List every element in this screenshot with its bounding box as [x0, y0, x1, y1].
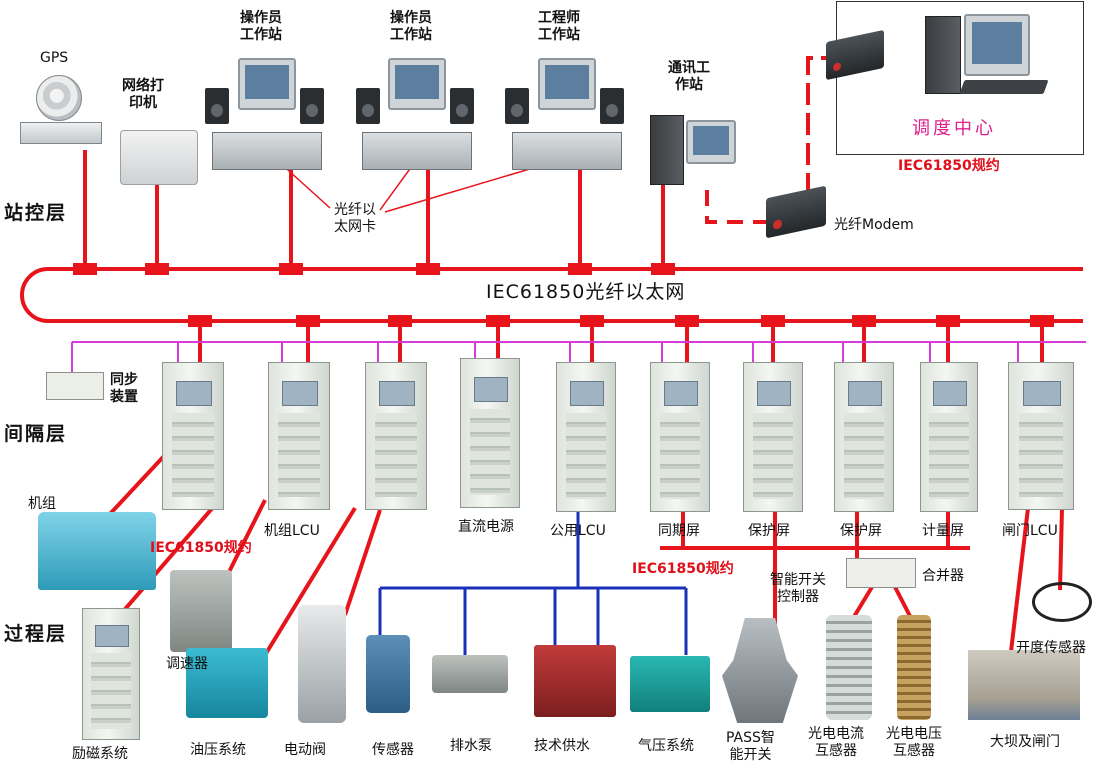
cabinet-dc-power	[460, 358, 520, 508]
sync-device-icon	[46, 372, 104, 400]
operator-1-monitor-icon	[238, 58, 296, 110]
ethernet-ring	[20, 267, 1083, 323]
layer-label-bay: 间隔层	[4, 423, 68, 445]
label-governor: 调速器	[166, 656, 208, 672]
label-merging-unit: 合并器	[922, 568, 964, 584]
governor-icon	[170, 570, 232, 652]
oil-system-icon	[186, 648, 268, 718]
label-operator-2: 操作员 工作站	[390, 10, 432, 43]
dispatch-monitor-icon	[964, 14, 1030, 76]
dispatch-keyboard-icon	[959, 80, 1049, 94]
label-metering: 计量屏	[922, 523, 964, 539]
cabinet-unit-lcu-3	[365, 362, 427, 510]
label-air-system: 气压系统	[638, 738, 694, 754]
label-gps: GPS	[40, 50, 69, 66]
label-motor-valve: 电动阀	[284, 742, 326, 758]
label-sync-device: 同步 装置	[110, 372, 138, 405]
label-pass-switch: PASS智 能开关	[726, 730, 775, 763]
process-links	[93, 453, 1064, 690]
station-drops	[83, 150, 665, 269]
label-fiber-card: 光纤以 太网卡	[334, 202, 376, 235]
motor-valve-icon	[298, 605, 346, 723]
label-dam-gate: 大坝及闸门	[990, 734, 1060, 750]
merging-unit-icon	[846, 558, 916, 588]
label-unit-lcu: 机组LCU	[264, 523, 320, 539]
label-excitation: 励磁系统	[72, 746, 128, 762]
cabinet-gate-lcu	[1008, 362, 1074, 510]
network-printer-icon	[120, 130, 198, 185]
generator-unit-icon	[38, 512, 156, 590]
comm-station-monitor-icon	[686, 120, 736, 164]
optical-ct-icon	[826, 615, 872, 720]
speaker-right-1-icon	[300, 88, 324, 124]
excitation-cabinet	[82, 608, 140, 740]
label-dispatch-center: 调度中心	[912, 118, 996, 139]
cabinet-protection-2	[834, 362, 894, 512]
air-system-icon	[630, 656, 710, 712]
speaker-left-2-icon	[356, 88, 380, 124]
label-unit: 机组	[28, 496, 56, 512]
water-supply-icon	[534, 645, 616, 717]
label-fiber-modem: 光纤Modem	[834, 217, 914, 233]
sync-bus	[71, 341, 1086, 372]
sensor-icon	[366, 635, 410, 713]
speaker-right-3-icon	[600, 88, 624, 124]
engineer-server-icon	[512, 132, 622, 170]
gps-receiver	[20, 122, 102, 144]
cabinet-unit-lcu-1	[162, 362, 224, 510]
cabinet-metering	[920, 362, 978, 512]
speaker-right-2-icon	[450, 88, 474, 124]
layer-label-station: 站控层	[4, 202, 68, 224]
label-engineer: 工程师 工作站	[538, 10, 580, 43]
opening-sensor-icon	[1032, 582, 1092, 622]
process-bus	[378, 512, 688, 655]
label-smart-controller: 智能开关 控制器	[770, 572, 826, 605]
protocol-label-dispatch: IEC61850规约	[898, 158, 1000, 174]
label-optical-ct: 光电电流 互感器	[808, 726, 864, 759]
label-sync-panel: 同期屏	[658, 523, 700, 539]
cabinet-sync-panel	[650, 362, 710, 512]
label-opening-sensor: 开度传感器	[1016, 640, 1086, 656]
label-drain-pump: 排水泵	[450, 738, 492, 754]
label-sensor: 传感器	[372, 742, 414, 758]
drain-pump-icon	[432, 655, 508, 693]
cabinet-protection-1	[743, 362, 803, 512]
label-gate-lcu: 闸门LCU	[1002, 523, 1058, 539]
operator-1-server-icon	[212, 132, 322, 170]
speaker-left-3-icon	[505, 88, 529, 124]
engineer-monitor-icon	[538, 58, 596, 110]
label-optical-vt: 光电电压 互感器	[886, 726, 942, 759]
cabinet-unit-lcu-2	[268, 362, 330, 510]
operator-2-monitor-icon	[388, 58, 446, 110]
modem-link	[705, 190, 770, 224]
optical-vt-icon	[897, 615, 931, 720]
dispatch-tower-icon	[925, 16, 961, 94]
label-common-lcu: 公用LCU	[550, 523, 606, 539]
operator-2-server-icon	[362, 132, 472, 170]
protocol-label-merge: IEC61850规约	[632, 561, 734, 577]
label-operator-1: 操作员 工作站	[240, 10, 282, 43]
label-dc-power: 直流电源	[458, 519, 514, 535]
layer-label-process: 过程层	[4, 623, 68, 645]
speaker-left-1-icon	[205, 88, 229, 124]
gps-antenna-icon	[36, 75, 82, 121]
label-oil-system: 油压系统	[190, 742, 246, 758]
protocol-label-unit: IEC61850规约	[150, 540, 252, 556]
label-network-printer: 网络打 印机	[122, 78, 164, 111]
label-water-supply: 技术供水	[534, 738, 590, 754]
dam-gate-icon	[968, 650, 1080, 720]
cabinet-common-lcu	[556, 362, 616, 512]
comm-station-tower-icon	[650, 115, 684, 185]
label-protection-2: 保护屏	[840, 523, 882, 539]
ethernet-bus-label: IEC61850光纤以太网	[486, 281, 686, 303]
label-comm-station: 通讯工 作站	[668, 60, 710, 93]
label-protection-1: 保护屏	[748, 523, 790, 539]
